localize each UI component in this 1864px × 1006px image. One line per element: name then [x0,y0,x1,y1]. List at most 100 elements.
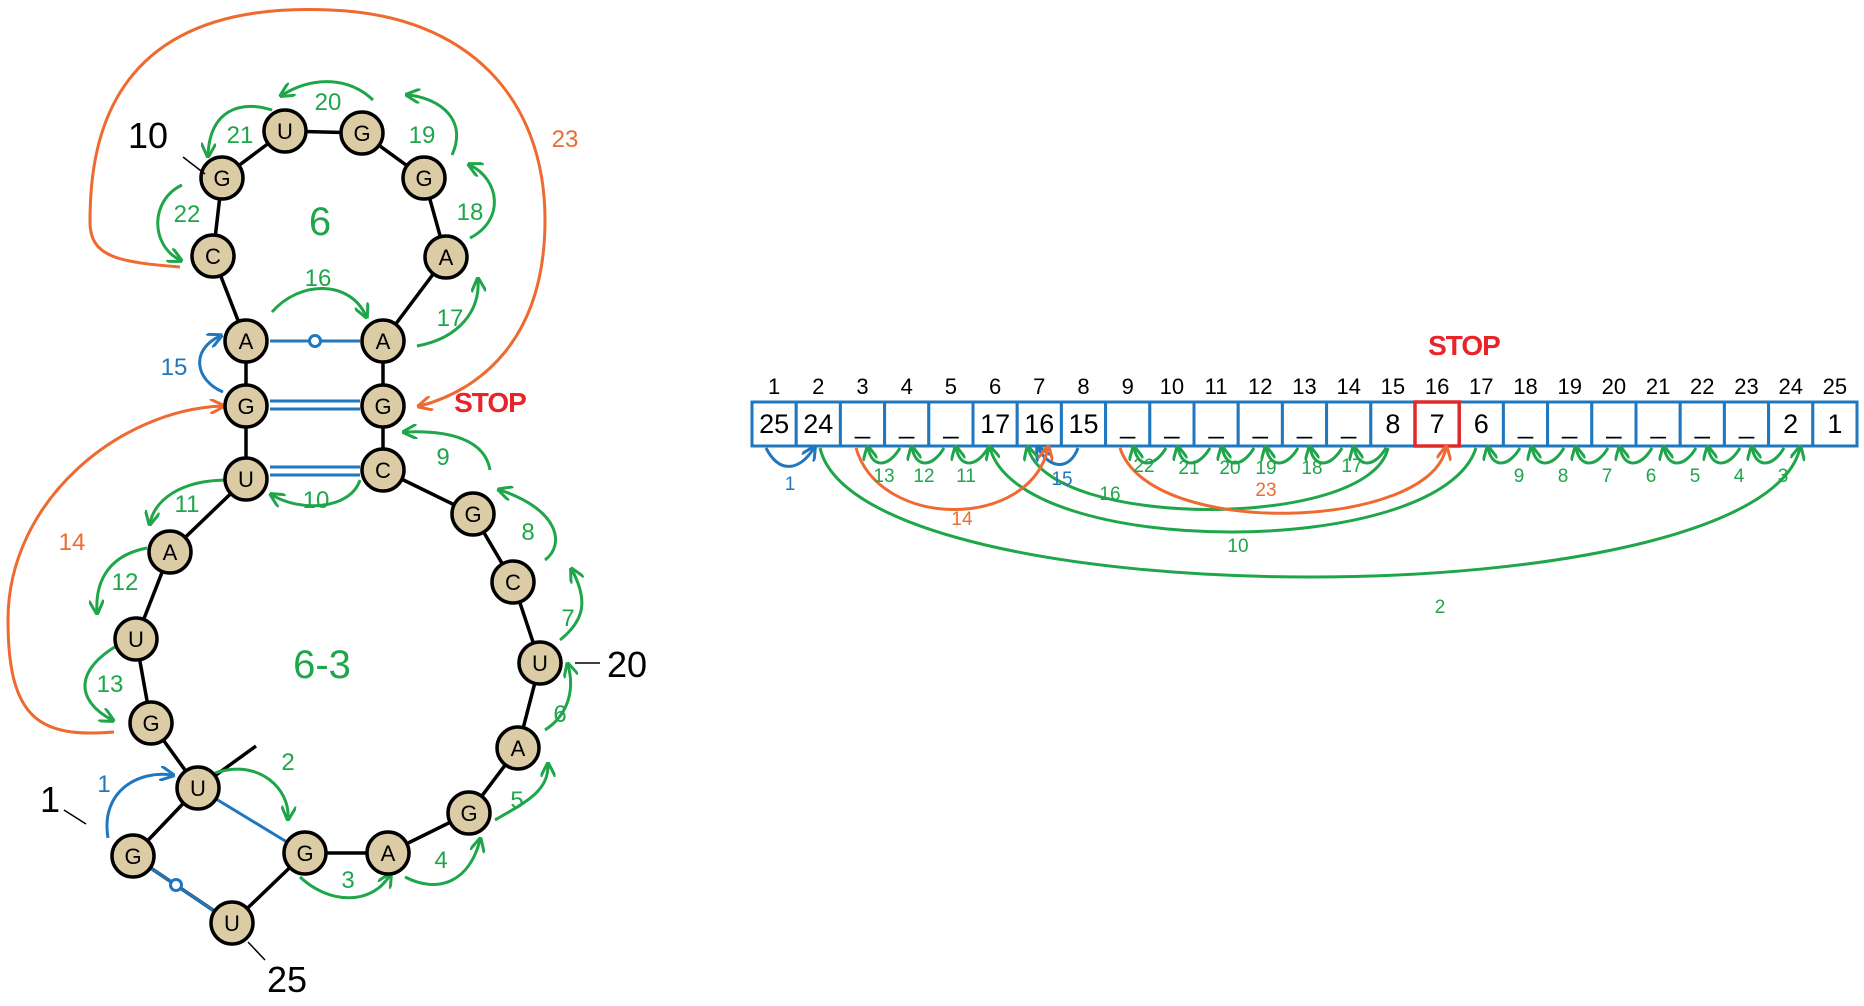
array-arc-label-6: 6 [1646,466,1657,487]
nucleotide: G [128,700,174,746]
array-arc-23 [1118,448,1446,515]
nucleotide-letter: A [163,540,178,565]
array-arc-16 [1028,448,1390,511]
nucleotide-letter: U [238,467,254,492]
array-arc-8 [1532,448,1566,465]
nucleotide: U [517,640,563,686]
step-arrow-21 [208,105,273,155]
array-value: _ [1340,409,1357,439]
array-value: _ [1650,409,1667,439]
nucleotide-letter: U [532,651,548,676]
step-arrow-12 [97,546,148,612]
nucleotide-circle [450,491,496,537]
array-arc-21 [1178,448,1212,465]
nucleotide-circle [209,900,255,946]
array-arc-label-21: 21 [1178,458,1199,479]
nucleotide: U [209,900,255,946]
array-cell [838,400,887,448]
nucleotide-letter: G [237,394,254,419]
array-cell [1104,400,1152,448]
array-value: _ [1252,409,1269,439]
nucleotide-letter: G [464,502,481,527]
array-arc-2 [818,448,1800,579]
array-index: 9 [1122,374,1134,399]
array-value: _ [942,409,959,439]
array-value: 6 [1474,409,1489,439]
nucleotide: A [147,529,193,575]
gu-closing-pair-marker [169,878,183,892]
step-label-18: 18 [457,199,484,226]
nucleotide: G [282,830,328,876]
step-arrow-11 [150,478,229,523]
nucleotide: C [360,447,406,493]
nucleotide: A [360,318,406,364]
array-arc-label-3: 3 [1778,466,1789,487]
step-label-7: 7 [561,605,574,632]
array-cells [750,400,1859,448]
step-label-8: 8 [521,519,534,546]
nucleotide-circle [360,383,406,429]
array-index: 1 [768,374,780,399]
step-label-6: 6 [553,701,566,728]
array-cell [927,400,975,448]
array-arc-12 [912,448,946,465]
nucleotide: G [339,110,385,156]
pos-1-tick [63,809,87,825]
pair-arrows [105,336,223,839]
jump-arrow-14 [6,406,222,735]
array-arc-3 [1752,448,1786,465]
nucleotide-letter: C [375,458,391,483]
nucleotide: A [223,318,269,364]
array-value: _ [1119,409,1136,439]
array-arc-14 [854,448,1048,511]
array-cell [1148,400,1196,448]
step-label-3: 3 [341,867,354,894]
pair-label-15: 15 [161,354,188,381]
nucleotide-letter: G [415,166,432,191]
array-index: 19 [1557,374,1581,399]
step-arrow-6 [544,665,571,732]
nucleotide-letter: G [213,166,230,191]
array-arc-label-13: 13 [873,466,894,487]
step-label-11: 11 [175,491,200,518]
array-value: 17 [980,409,1010,439]
array-cell [1059,400,1108,448]
array-cell [1192,400,1240,448]
gu-pair-marker [308,334,322,348]
nucleotide-circle [401,155,447,201]
nucleotide-letter: G [374,394,391,419]
step-arrow-16 [270,287,366,316]
array-arc-label-19: 19 [1255,458,1276,479]
step-arrow-19 [408,95,459,156]
step-label-2: 2 [281,749,294,776]
array-value: _ [1208,409,1225,439]
nucleotide-letter: A [439,245,454,270]
array-arc-label-12: 12 [913,466,934,487]
structure-stop-label: STOP [454,387,526,418]
step-arrow-8 [500,490,558,562]
nucleotide-letter: U [128,627,144,652]
nucleotide-circle [339,110,385,156]
nucleotide: G [199,155,245,201]
array-arc-label-20: 20 [1219,458,1240,479]
array-index: 14 [1336,374,1360,399]
array-cell [1015,400,1063,448]
step-label-4: 4 [434,847,447,874]
nucleotide-letter: G [353,121,370,146]
array-index: 20 [1602,374,1626,399]
nucleotide: A [365,830,411,876]
array-arc-label-18: 18 [1301,458,1322,479]
array-value: _ [1296,409,1313,439]
array-arc-label-15: 15 [1051,469,1072,490]
array-index: 8 [1077,374,1089,399]
nucleotide-circle [175,765,221,811]
array-arc-label-1: 1 [785,474,796,495]
array-arc-label-8: 8 [1558,466,1569,487]
hairpin-loop-label: 6 [309,200,331,244]
jump-arrows [6,8,547,735]
step-arrow-18 [470,165,496,240]
array-arc-7 [1576,448,1610,465]
step-label-5: 5 [510,787,523,814]
nucleotide-circle [360,447,406,493]
